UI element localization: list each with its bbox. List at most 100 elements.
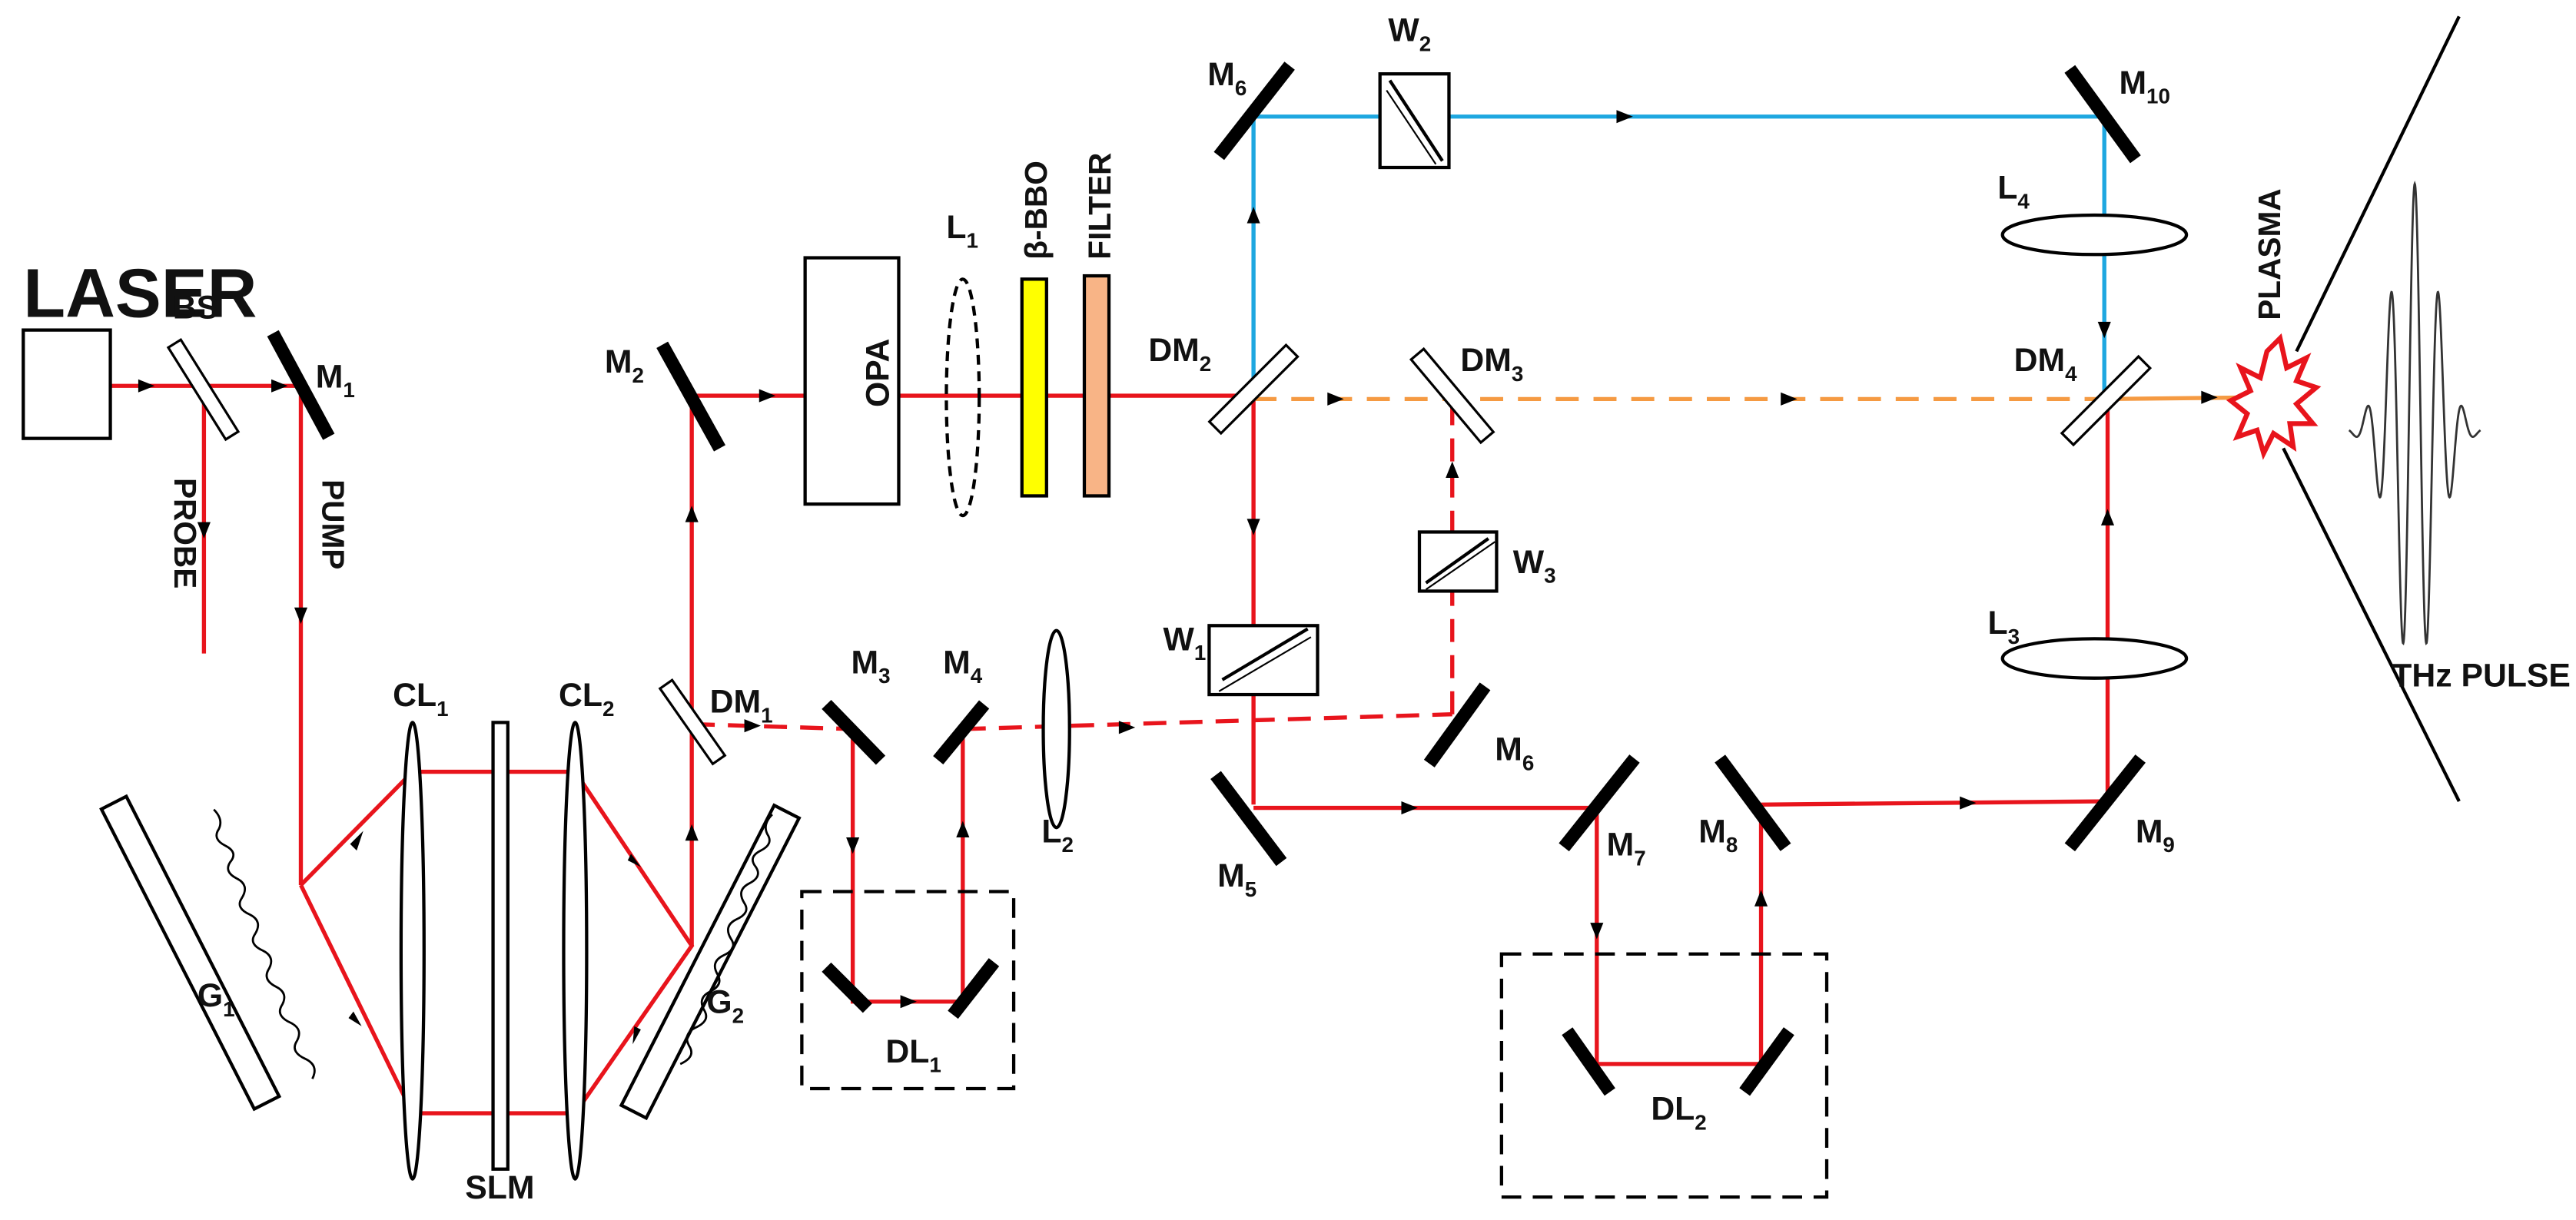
mirror-dl1-left [822,962,872,1013]
arrow-to-m6 [1118,721,1136,734]
label-m1: M1 [316,358,355,402]
grating-g2 [619,803,802,1121]
mirror-m7 [1559,754,1640,852]
label-m4: M4 [943,644,983,688]
dichroic-dm1 [658,678,727,766]
arrow-l4-down [2097,321,2111,339]
cylindrical-lens-cl1 [399,721,426,1181]
beam-arrows [138,110,2218,1045]
lens-l3 [2000,637,2189,680]
label-plasma: PLASMA [2252,188,2287,320]
lens-l4 [2000,213,2189,257]
arrow-stretcher-2 [348,1011,362,1026]
label-bs: BS [173,290,218,327]
arrow-to-opa [759,389,776,403]
beam-dm1-to-m3 [692,721,853,731]
arrow-dm1 [744,719,761,733]
thz-cone-upper [2295,15,2461,353]
dichroic-mirrors [658,343,2153,766]
arrow-dm2-up [1247,207,1260,224]
label-laser: LASER [23,255,257,332]
label-m8: M8 [1698,813,1738,857]
mirror-m5 [1210,771,1287,867]
arrow-stretcher-4 [632,1026,641,1045]
mirror-m6-bottom [1423,682,1491,767]
beam-m8-to-m9 [1761,799,2108,807]
slm-panel [491,721,510,1171]
label-dl2: DL2 [1651,1091,1706,1135]
arrow-dl2-up [1754,890,1768,907]
label-m5: M5 [1217,857,1256,901]
label-m6-bottom: M6 [1495,731,1534,775]
dichroic-dm2 [1207,343,1300,436]
label-l1: L1 [946,209,978,253]
mirror-m9 [2064,754,2146,852]
arrow-m5-m7 [1401,801,1418,815]
label-w2: W2 [1388,12,1431,55]
arrow-stretcher-1 [350,830,363,851]
arrow-dl1-up [956,821,970,838]
label-m9: M9 [2136,813,2175,857]
label-m7: M7 [1607,827,1646,870]
arrow-pump [294,607,308,625]
arrow-dl1-down [846,837,860,854]
mirror-m2 [656,341,725,452]
mirror-m8 [1715,754,1791,851]
mirror-m6-top [1213,61,1295,161]
arrow-m8-m9 [1960,796,1977,810]
arrow-probe [197,522,211,539]
beam-delay-line-1 [850,728,965,1004]
mirror-dl1-right [948,958,1000,1019]
label-thz-pulse: THz PULSE [2392,657,2571,694]
label-m3: M3 [851,644,890,688]
arrow-dl2-down [1590,923,1604,940]
label-l2: L2 [1041,813,1074,857]
arrow-dl1-right [900,995,917,1009]
arrow-stretcher-3 [627,854,641,867]
label-dm4: DM4 [2014,342,2077,386]
label-m2: M2 [605,343,644,387]
mirror-m10 [2064,65,2141,164]
label-slm: SLM [465,1169,534,1206]
waveplate-w1 [1207,624,1320,697]
arrow-up-2 [685,506,699,522]
label-filter: FILTER [1082,153,1117,260]
label-opa: OPA [860,339,897,407]
dichroic-dm3 [1409,346,1495,445]
label-probe: PROBE [168,478,203,588]
beam-splitter [166,337,241,442]
filter-plate [1082,274,1111,498]
label-m6-top: M6 [1207,56,1247,100]
dichroic-dm4 [2060,354,2153,447]
labels: LASER BS PROBE PUMP OPA β-BBO FILTER SLM… [23,12,2571,1206]
bbo-crystal [1020,277,1048,498]
label-cl1: CL1 [393,677,448,721]
beam-blue-loop [1251,114,2106,401]
label-dl1: DL1 [885,1033,941,1077]
mirrors [267,61,2146,1096]
opa-box [803,256,901,506]
beam-m4-to-m6 [962,712,1452,731]
cylindrical-lens-cl2 [562,721,589,1181]
label-g1: G1 [198,977,235,1021]
waveplate-w3 [1417,530,1499,593]
arrow-orange-1 [1327,392,1344,406]
arrow-dm3-up [1446,461,1459,478]
grating-g1 [99,794,316,1112]
label-pump: PUMP [315,479,350,569]
laser-box [22,328,112,440]
mirror-m4 [933,700,990,764]
arrow-m9-up [2100,509,2115,525]
mirror-m1 [267,330,335,440]
mirror-m3 [822,699,886,765]
label-w3: W3 [1513,544,1556,588]
label-dm3: DM3 [1460,342,1523,386]
thz-cone-lower [2282,447,2461,802]
arrow-orange-2 [1781,392,1798,406]
arrow-laser [138,379,155,393]
label-bbo: β-BBO [1018,161,1054,260]
waveplate-w2 [1378,72,1451,170]
arrow-dm2-down [1247,519,1260,535]
thz-waveform [2348,181,2481,645]
arrow-up-1 [685,824,699,841]
